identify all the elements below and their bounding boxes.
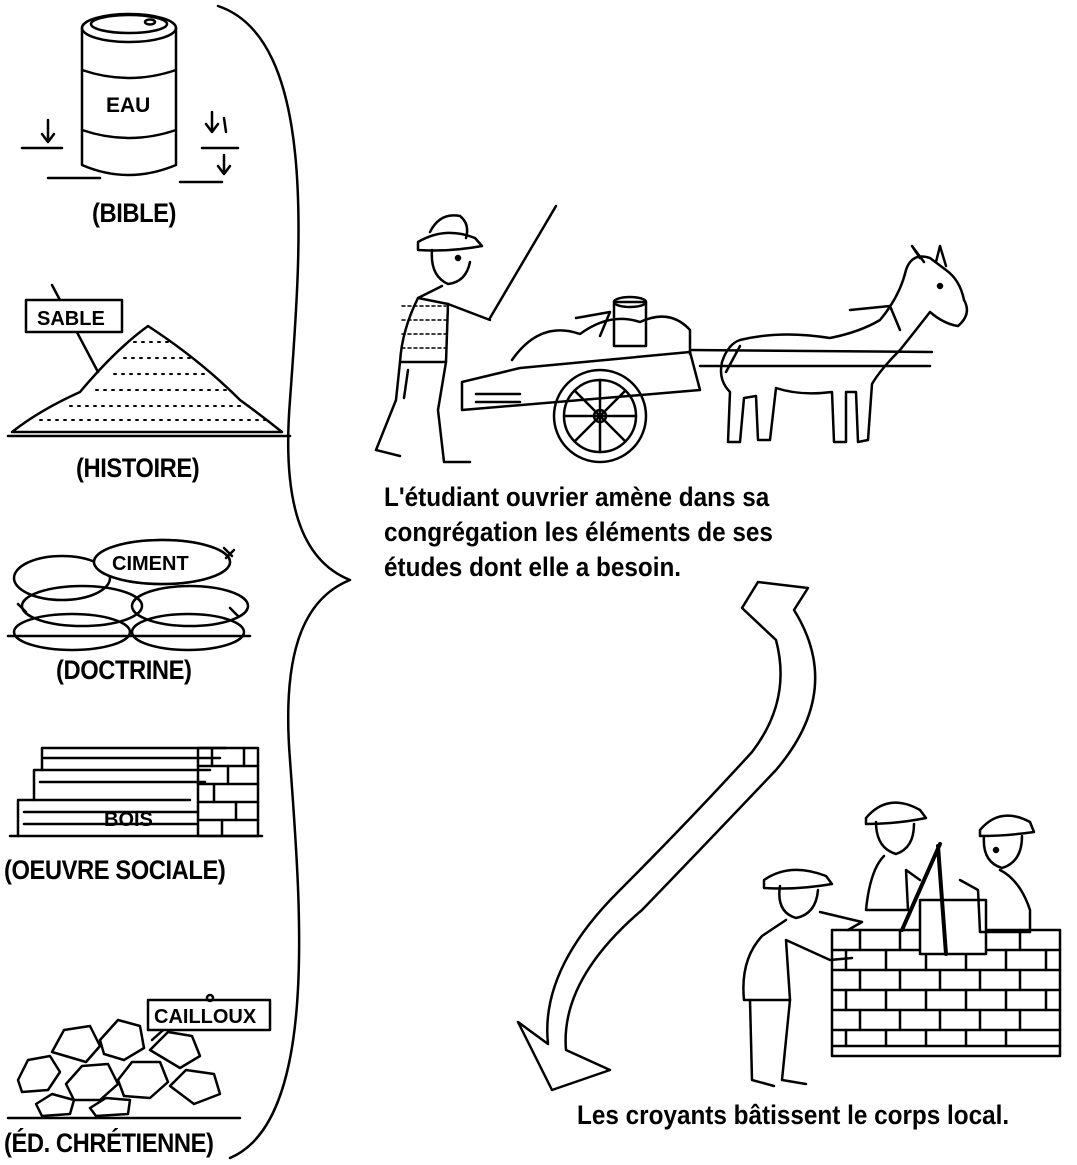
grouping-brace (216, 4, 352, 1160)
barrel-tag: EAU (106, 94, 150, 117)
cart-caption-line-1: L'étudiant ouvrier amène dans sa (384, 482, 770, 512)
wood-pile-icon: BOIS (8, 746, 264, 838)
cart-worker-illustration (374, 204, 969, 464)
builders-illustration (742, 801, 1062, 1088)
cement-sacks-icon: CIMENT (6, 538, 252, 652)
cart-caption-line-3: études dont elle a besoin. (384, 552, 682, 582)
ed-chretienne-label: (ÉD. CHRÉTIENNE) (4, 1128, 214, 1158)
sand-pile-icon: SABLE (6, 283, 292, 438)
stones-tag: CAILLOUX (154, 1006, 257, 1028)
cart-caption-line-2: congrégation les éléments de ses (384, 517, 773, 547)
cement-tag: CIMENT (112, 553, 189, 575)
cart-caption: L'étudiant ouvrier amène dans sa congrég… (384, 480, 773, 585)
sand-tag: SABLE (37, 308, 105, 330)
histoire-label: (HISTOIRE) (76, 453, 200, 483)
bible-label: (BIBLE) (92, 198, 177, 228)
stones-icon: CAILLOUX (6, 993, 272, 1120)
doctrine-label: (DOCTRINE) (56, 655, 192, 685)
curved-arrow (516, 580, 817, 1092)
oeuvre-sociale-label: (OEUVRE SOCIALE) (4, 855, 226, 885)
water-barrel-icon: EAU (20, 12, 240, 184)
wood-tag: BOIS (104, 809, 153, 831)
builders-caption: Les croyants bâtissent le corps local. (577, 1100, 1010, 1130)
